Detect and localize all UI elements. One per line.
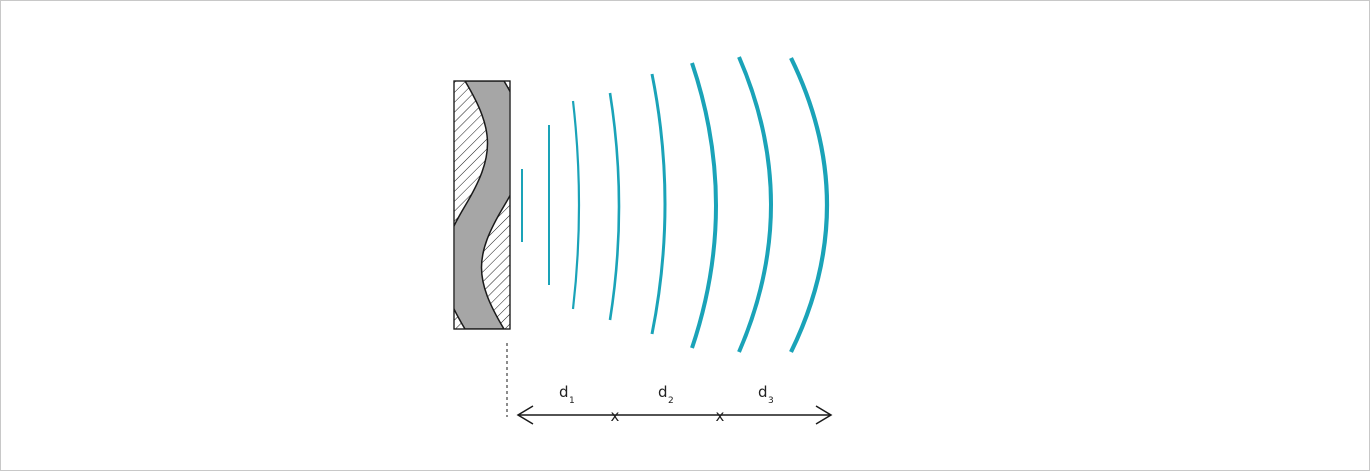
segment-marker-2: x bbox=[716, 407, 725, 425]
wavefront-arc-5 bbox=[650, 73, 667, 335]
wavefront-arc-6 bbox=[690, 62, 718, 349]
wavefronts bbox=[521, 56, 830, 353]
label-d2: d 2 bbox=[658, 383, 674, 406]
label-d3-sub: 3 bbox=[768, 396, 774, 406]
source-wavy-band bbox=[454, 81, 510, 329]
wavefront-arc-3 bbox=[571, 100, 581, 310]
label-d1: d 1 bbox=[559, 383, 575, 406]
wavefront-arc-7 bbox=[737, 56, 773, 353]
arrow-head-left bbox=[516, 405, 534, 425]
arrow-head-right bbox=[815, 405, 833, 425]
label-d1-sub: 1 bbox=[569, 396, 575, 406]
wavefront-arc-8 bbox=[789, 57, 830, 353]
label-d2-main: d bbox=[658, 383, 668, 401]
double-headed-arrow-icon bbox=[516, 405, 833, 425]
label-d3: d 3 bbox=[758, 383, 774, 406]
segment-marker-1: x bbox=[611, 407, 620, 425]
label-d2-sub: 2 bbox=[668, 396, 674, 406]
wavefront-arc-4 bbox=[608, 92, 621, 321]
vibrating-surface-icon bbox=[453, 80, 511, 330]
label-d3-main: d bbox=[758, 383, 768, 401]
label-d1-main: d bbox=[559, 383, 569, 401]
